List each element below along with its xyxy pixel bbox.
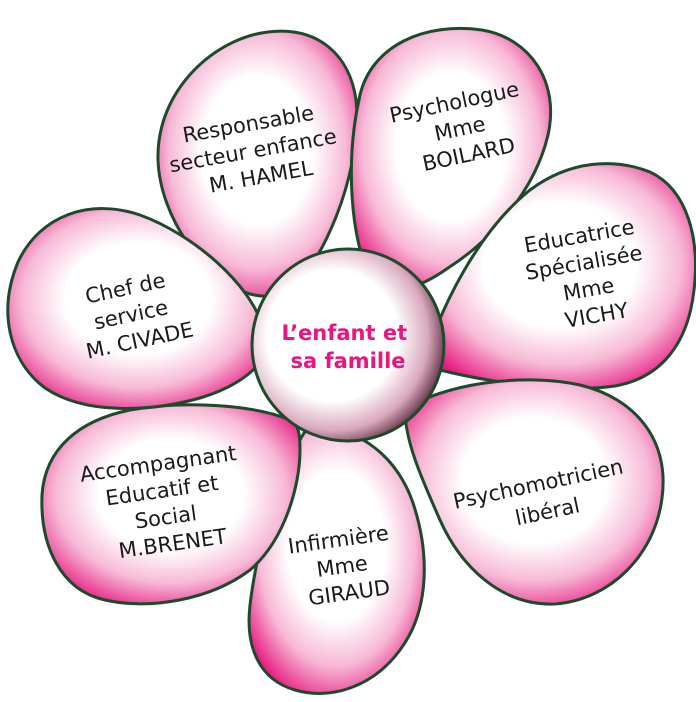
center-circle: L’enfant et sa famille xyxy=(250,247,446,443)
petal-chef: Chef de service M. CIVADE xyxy=(6,207,270,410)
petal-educatrice: Educatrice Spécialisée Mme VICHY xyxy=(422,162,696,390)
petal-psychologue: Psychologue Mme BOILARD xyxy=(349,26,553,293)
petal-accompagnant: Accompagnant Educatif et Social M.BRENET xyxy=(40,403,302,606)
petal-accompagnant-label: Accompagnant Educatif et Social M.BRENET xyxy=(78,440,255,567)
petal-responsable: Responsable secteur enfance M. HAMEL xyxy=(156,29,359,298)
petal-psychomotricien: Psychomotricien libéral xyxy=(403,378,665,606)
center-label: L’enfant et sa famille xyxy=(282,321,415,373)
